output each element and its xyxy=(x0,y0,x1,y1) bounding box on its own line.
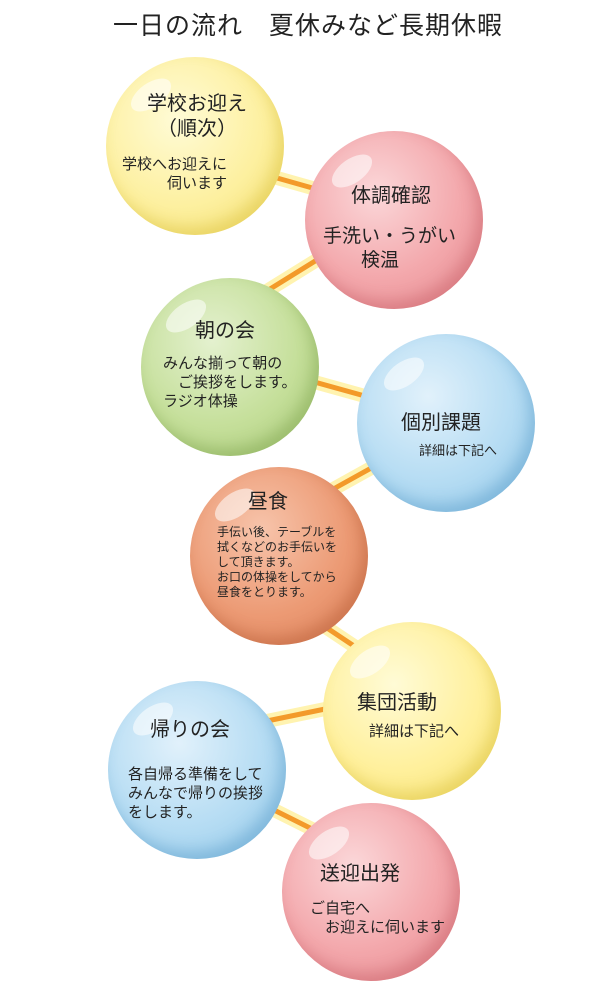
step-heading: 朝の会 xyxy=(195,318,255,342)
step-body: みんな揃って朝の ご挨拶をします。 ラジオ体操 xyxy=(163,354,297,410)
step-bubble-morning-meeting: 朝の会 みんな揃って朝の ご挨拶をします。 ラジオ体操 xyxy=(141,278,319,456)
step-body: 学校へお迎えに 伺います xyxy=(122,155,228,192)
step-body: 手洗い・うがい 検温 xyxy=(323,225,457,271)
step-bubble-departure: 送迎出発 ご自宅へ お迎えに伺います xyxy=(282,803,460,981)
step-bubble-group-activity: 集団活動 詳細は下記へ xyxy=(323,622,501,800)
step-heading: 学校お迎え （順次） xyxy=(147,91,247,140)
step-body: 詳細は下記へ xyxy=(369,722,460,740)
step-heading: 昼食 xyxy=(248,489,288,513)
step-heading: 体調確認 xyxy=(351,183,431,207)
page-title: 一日の流れ 夏休みなど長期休暇 xyxy=(112,11,503,40)
step-bubble-health-check: 体調確認 手洗い・うがい 検温 xyxy=(305,131,483,309)
step-body: 手伝い後、テーブルを 拭くなどのお手伝いを して頂きます。 お口の体操をしてから… xyxy=(217,525,338,599)
step-bubble-closing-meeting: 帰りの会 各自帰る準備をして みんなで帰りの挨拶 をします。 xyxy=(108,681,286,859)
step-body: 詳細は下記へ xyxy=(419,444,498,459)
step-heading: 集団活動 xyxy=(357,690,437,714)
step-heading: 送迎出発 xyxy=(320,861,400,885)
step-bubble-individual-task: 個別課題 詳細は下記へ xyxy=(357,334,535,512)
step-bubble-lunch: 昼食 手伝い後、テーブルを 拭くなどのお手伝いを して頂きます。 お口の体操をし… xyxy=(190,467,368,645)
step-body: 各自帰る準備をして みんなで帰りの挨拶 をします。 xyxy=(128,765,264,821)
step-heading: 個別課題 xyxy=(401,410,481,434)
step-heading: 帰りの会 xyxy=(150,717,230,741)
step-bubble-school-pickup: 学校お迎え （順次） 学校へお迎えに 伺います xyxy=(106,57,284,235)
step-body: ご自宅へ お迎えに伺います xyxy=(310,899,446,936)
